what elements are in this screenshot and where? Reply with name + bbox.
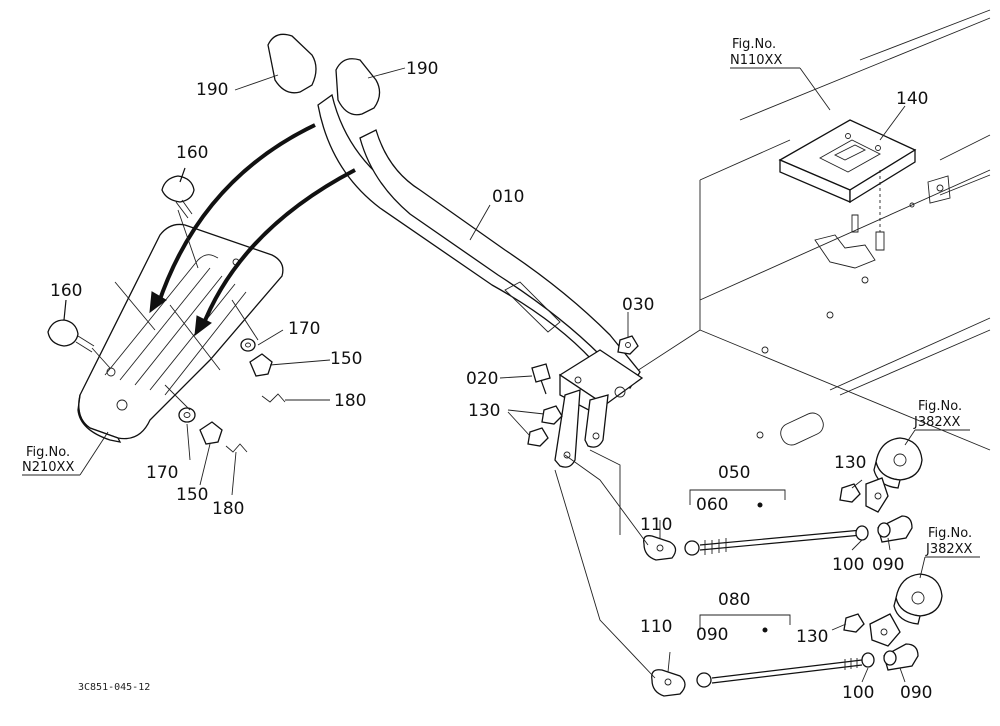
nut-130-lower-right bbox=[843, 613, 865, 633]
step-plate bbox=[77, 223, 284, 443]
leader-lines bbox=[22, 67, 980, 683]
direction-arrows bbox=[149, 123, 356, 337]
knob-160-lower bbox=[47, 299, 95, 353]
callout-010: 010 bbox=[492, 187, 524, 207]
figref-j382a-line2: J382XX bbox=[913, 415, 961, 430]
brake-cam-lower bbox=[869, 573, 943, 647]
figref-n210-line1: Fig.No. bbox=[26, 445, 70, 460]
callout-100-upper: 090 bbox=[872, 555, 904, 575]
nut-130-a bbox=[541, 405, 563, 425]
pedal-assembly bbox=[267, 33, 644, 468]
callout-030: 030 bbox=[622, 295, 654, 315]
bolt-020 bbox=[531, 363, 551, 395]
callout-160-upper: 160 bbox=[176, 143, 208, 163]
nut-120-upper bbox=[855, 525, 869, 541]
callout-160-lower: 160 bbox=[50, 281, 82, 301]
callout-150-lower: 150 bbox=[176, 485, 208, 505]
frame-outline bbox=[599, 9, 991, 451]
knob-160-upper bbox=[161, 167, 195, 219]
pin-180-lower bbox=[225, 443, 248, 453]
figref-n110-line1: Fig.No. bbox=[732, 37, 776, 52]
callout-100-lower: 090 bbox=[900, 683, 932, 703]
figref-j382b-line1: Fig.No. bbox=[928, 526, 972, 541]
callout-090: 090 bbox=[696, 625, 728, 645]
joint-100-upper bbox=[877, 515, 913, 543]
callout-190-right: 190 bbox=[406, 59, 438, 79]
callout-170-lower: 170 bbox=[146, 463, 178, 483]
figref-j382b-line2: J382XX bbox=[925, 542, 973, 557]
figref-n210-line2: N210XX bbox=[22, 460, 74, 475]
callout-180-upper: 180 bbox=[334, 391, 366, 411]
clip-150-lower bbox=[199, 421, 223, 445]
callout-120-lower: 100 bbox=[842, 683, 874, 703]
callout-020: 020 bbox=[466, 369, 498, 389]
mat-140 bbox=[778, 119, 917, 251]
callout-130-upper-right: 130 bbox=[834, 453, 866, 473]
drawing-code: 3C851-045-12 bbox=[78, 682, 150, 693]
figure-references: Fig.No. N110XX Fig.No. N210XX Fig.No. J3… bbox=[22, 37, 973, 557]
nut-130-upper-right bbox=[839, 483, 861, 503]
callout-170-upper: 170 bbox=[288, 319, 320, 339]
callout-060: 060 bbox=[696, 495, 728, 515]
washer-170-lower bbox=[178, 407, 196, 423]
callout-130-center: 130 bbox=[468, 401, 500, 421]
nut-120-lower bbox=[861, 652, 875, 668]
rod-060 bbox=[699, 529, 863, 555]
callout-150-upper: 150 bbox=[330, 349, 362, 369]
callout-110-lower: 110 bbox=[640, 617, 672, 637]
callout-110-upper: 110 bbox=[640, 515, 672, 535]
nut-030 bbox=[617, 335, 639, 355]
callout-130-lower-right: 130 bbox=[796, 627, 828, 647]
callout-190-left: 190 bbox=[196, 80, 228, 100]
rod-090 bbox=[711, 658, 863, 684]
pin-180-upper bbox=[261, 393, 286, 403]
figref-n110-line2: N110XX bbox=[730, 53, 782, 68]
washer-170-upper bbox=[240, 338, 256, 352]
clevis-110-lower bbox=[651, 669, 686, 697]
callouts: 190 190 160 160 010 140 030 020 130 170 … bbox=[50, 59, 932, 703]
figref-j382a-line1: Fig.No. bbox=[918, 399, 962, 414]
clevis-110-upper bbox=[643, 535, 677, 561]
callout-180-lower: 180 bbox=[212, 499, 244, 519]
callout-080: 080 bbox=[718, 590, 750, 610]
callout-140: 140 bbox=[896, 89, 928, 109]
joint-100-lower bbox=[883, 643, 919, 671]
brake-cam-upper bbox=[865, 437, 923, 513]
callout-120-upper: 100 bbox=[832, 555, 864, 575]
clip-150-upper bbox=[249, 353, 273, 377]
nut-upper-left bbox=[684, 540, 700, 556]
nut-lower-left bbox=[696, 672, 712, 688]
callout-050: 050 bbox=[718, 463, 750, 483]
nut-130-b bbox=[527, 427, 549, 447]
